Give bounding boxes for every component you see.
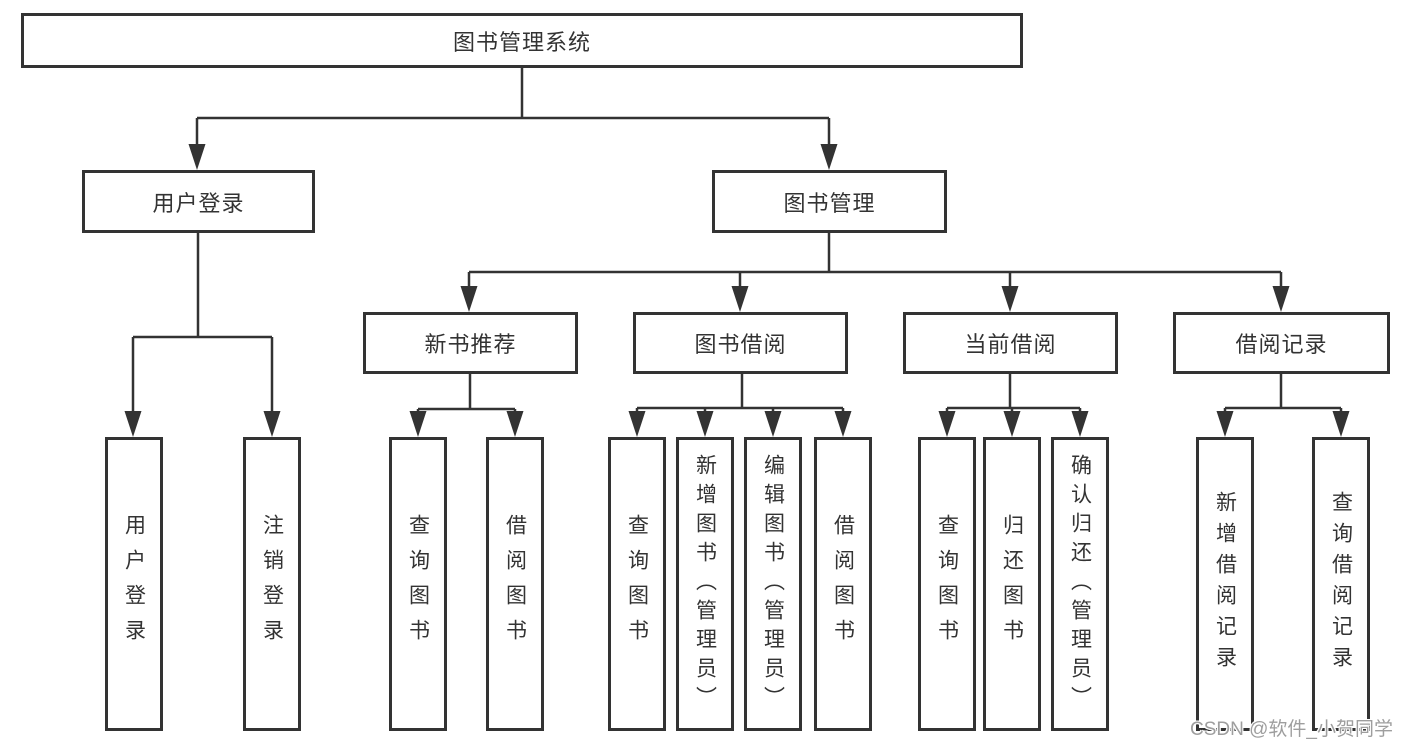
node-leaf-query-books-borrow: 查询图书 bbox=[608, 437, 666, 731]
node-leaf-add-borrow-record: 新增借阅记录 bbox=[1196, 437, 1254, 731]
node-leaf-borrow-books-label: 借阅图书 bbox=[831, 514, 855, 654]
node-user-login: 用户登录 bbox=[82, 170, 315, 233]
node-leaf-confirm-return-admin: 确认归还（管理员） bbox=[1051, 437, 1109, 731]
node-borrow-records: 借阅记录 bbox=[1173, 312, 1390, 374]
node-leaf-query-books-rec-label: 查询图书 bbox=[406, 514, 430, 654]
node-leaf-edit-book-admin-label: 编辑图书（管理员） bbox=[761, 453, 785, 715]
node-leaf-logout-label: 注销登录 bbox=[260, 514, 284, 654]
node-book-mgmt-label: 图书管理 bbox=[783, 190, 876, 216]
watermark: CSDN @软件_小贺同学 bbox=[1190, 719, 1393, 740]
node-leaf-user-login-label: 用户登录 bbox=[122, 514, 146, 654]
node-new-book-rec-label: 新书推荐 bbox=[424, 332, 517, 357]
node-new-book-rec: 新书推荐 bbox=[363, 312, 578, 374]
node-leaf-add-book-admin-label: 新增图书（管理员） bbox=[693, 453, 717, 715]
node-leaf-return-book: 归还图书 bbox=[983, 437, 1041, 731]
node-current-borrow-label: 当前借阅 bbox=[964, 332, 1057, 357]
node-book-mgmt: 图书管理 bbox=[712, 170, 947, 233]
node-book-borrow-label: 图书借阅 bbox=[694, 332, 787, 357]
node-leaf-query-books-current: 查询图书 bbox=[918, 437, 976, 731]
node-leaf-borrow-books-rec: 借阅图书 bbox=[486, 437, 544, 731]
node-leaf-user-login: 用户登录 bbox=[105, 437, 163, 731]
node-leaf-query-books-borrow-label: 查询图书 bbox=[625, 514, 649, 654]
arrow-down-icons bbox=[124, 144, 1350, 437]
node-leaf-borrow-books: 借阅图书 bbox=[814, 437, 872, 731]
node-leaf-query-borrow-record: 查询借阅记录 bbox=[1312, 437, 1370, 731]
node-leaf-confirm-return-admin-label: 确认归还（管理员） bbox=[1068, 453, 1092, 715]
node-leaf-add-book-admin: 新增图书（管理员） bbox=[676, 437, 734, 731]
node-leaf-borrow-books-rec-label: 借阅图书 bbox=[503, 514, 527, 654]
node-leaf-edit-book-admin: 编辑图书（管理员） bbox=[744, 437, 802, 731]
node-book-borrow: 图书借阅 bbox=[633, 312, 848, 374]
node-leaf-add-borrow-record-label: 新增借阅记录 bbox=[1213, 491, 1237, 677]
node-root: 图书管理系统 bbox=[21, 13, 1023, 68]
node-user-login-label: 用户登录 bbox=[152, 190, 245, 216]
node-borrow-records-label: 借阅记录 bbox=[1235, 332, 1328, 357]
node-leaf-query-borrow-record-label: 查询借阅记录 bbox=[1329, 491, 1353, 677]
node-leaf-return-book-label: 归还图书 bbox=[1000, 514, 1024, 654]
node-leaf-query-books-current-label: 查询图书 bbox=[935, 514, 959, 654]
node-current-borrow: 当前借阅 bbox=[903, 312, 1118, 374]
node-leaf-query-books-rec: 查询图书 bbox=[389, 437, 447, 731]
node-leaf-logout: 注销登录 bbox=[243, 437, 301, 731]
node-root-label: 图书管理系统 bbox=[452, 29, 591, 55]
